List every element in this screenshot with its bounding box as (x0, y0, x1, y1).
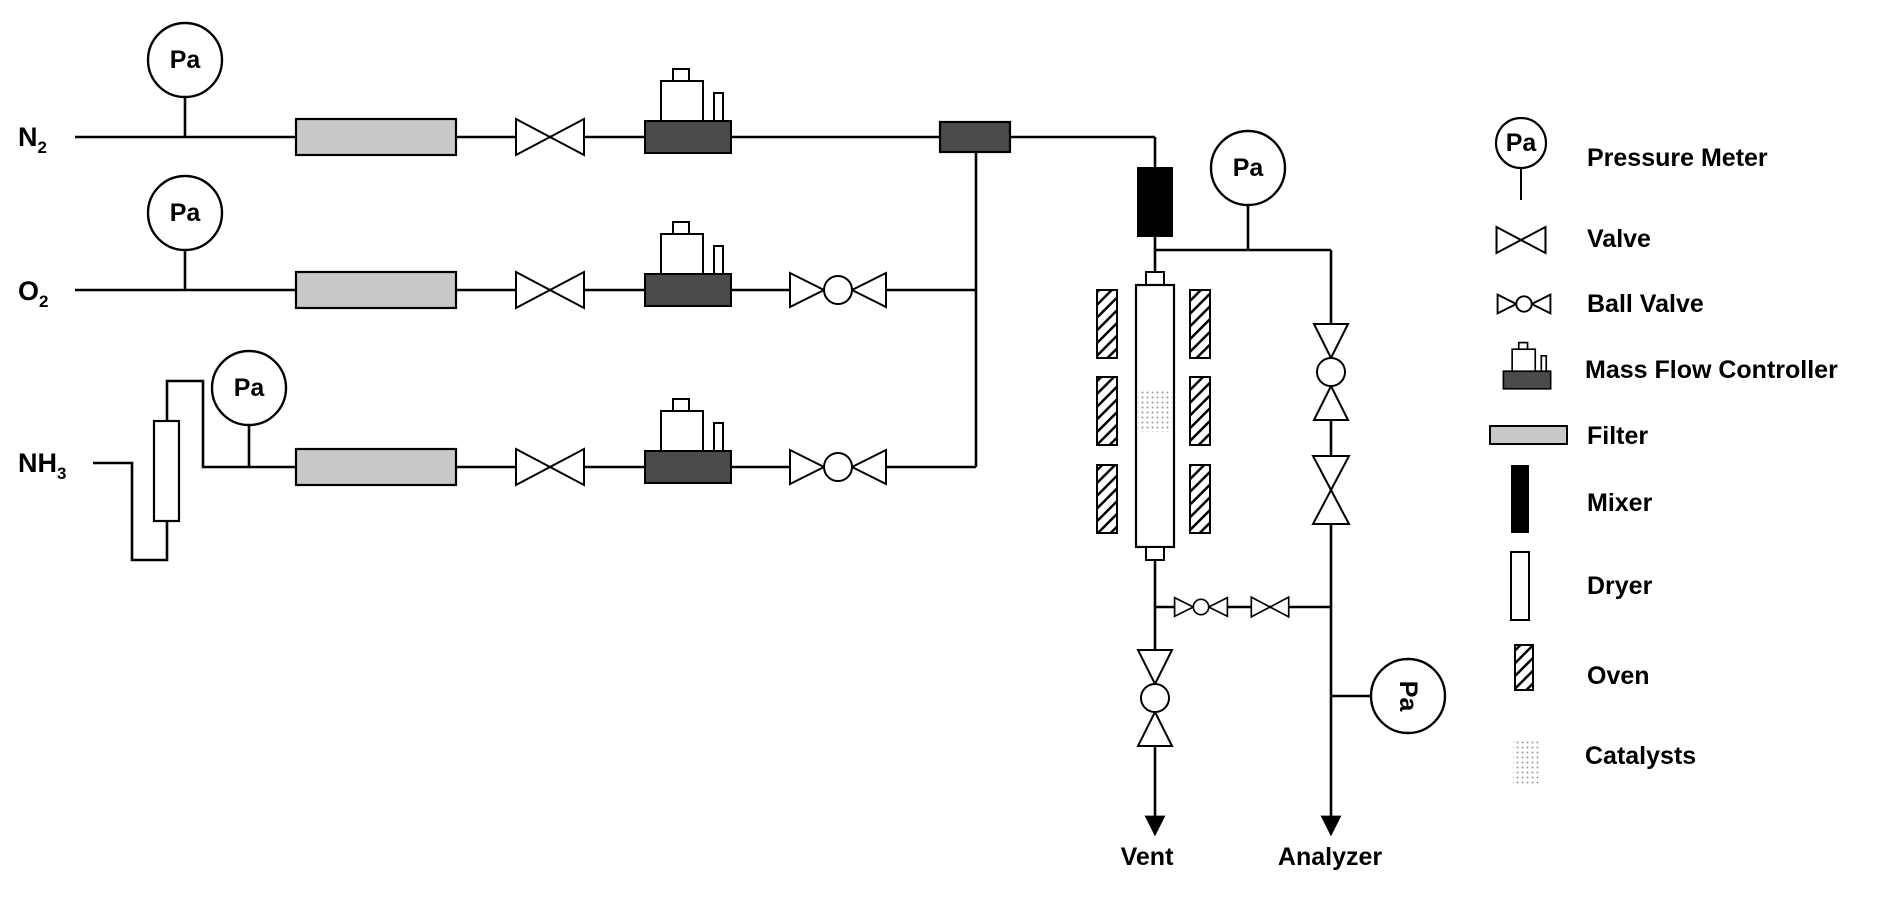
gas-label-n2: N2 (18, 122, 47, 157)
valve-n2 (515, 118, 585, 156)
pressure-meter-label: Pa (170, 199, 202, 227)
legend-label-catalysts: Catalysts (1585, 742, 1696, 770)
legend-item-catalysts: Catalysts (1513, 741, 1696, 786)
legend-label-mixer: Mixer (1587, 489, 1653, 517)
legend-item-mixer: Mixer (1511, 465, 1653, 533)
legend-label-valve: Valve (1587, 225, 1651, 253)
pressure-meter-label: Pa (170, 46, 202, 74)
legend-item-mass-flow-controller: Mass Flow Controller (1502, 341, 1838, 390)
analyzer-label: Analyzer (1278, 843, 1382, 871)
valve-icon (1495, 225, 1547, 255)
legend: Pa Pressure Meter Valve Ball Valve (1489, 116, 1838, 786)
pressure-meter-o2: Pa (146, 174, 224, 252)
mass-flow-controller-n2 (644, 68, 732, 154)
ball-valve-analyzer-line (1313, 323, 1349, 421)
oven (1096, 289, 1211, 534)
filter-o2 (294, 270, 458, 310)
legend-label-oven: Oven (1587, 662, 1650, 690)
filter-nh3 (294, 447, 458, 487)
pressure-meter-nh3: Pa (210, 349, 288, 427)
catalyst-icon (1513, 741, 1539, 786)
ball-valve-bypass (1173, 596, 1229, 618)
mixer-icon (1511, 465, 1529, 533)
filter-icon (1489, 425, 1568, 445)
filter-n2 (294, 117, 458, 157)
mass-flow-controller-nh3 (644, 398, 732, 484)
legend-label-ball-valve: Ball Valve (1587, 290, 1704, 318)
ball-valve-vent-line (1137, 649, 1173, 747)
valve-bypass (1250, 595, 1290, 619)
gas-label-o2: O2 (18, 276, 48, 311)
mass-flow-controller-icon (1502, 341, 1552, 390)
legend-item-oven: Oven (1514, 644, 1650, 691)
legend-gauge-label: Pa (1506, 129, 1538, 157)
pressure-meter-label: Pa (1394, 681, 1422, 713)
legend-label-mfc: Mass Flow Controller (1585, 356, 1838, 384)
legend-label-dryer: Dryer (1587, 572, 1653, 600)
legend-label-pressure-meter: Pressure Meter (1587, 144, 1768, 172)
pressure-meter-label: Pa (1233, 154, 1265, 182)
legend-item-valve: Valve (1495, 225, 1651, 255)
legend-item-ball-valve: Ball Valve (1496, 290, 1704, 318)
reactor-tube (1134, 271, 1176, 561)
pressure-meter-analyzer: Pa (1369, 657, 1447, 735)
ball-valve-o2 (789, 272, 887, 308)
mass-flow-controller-o2 (644, 221, 732, 307)
valve-o2 (515, 271, 585, 309)
dryer (152, 419, 181, 523)
catalyst-bed (1138, 390, 1172, 432)
legend-item-dryer: Dryer (1510, 551, 1653, 621)
dryer-icon (1510, 551, 1530, 621)
vent-label: Vent (1121, 843, 1174, 871)
legend-item-pressure-meter: Pa Pressure Meter (1494, 116, 1768, 200)
pressure-meter-mixer-outlet: Pa (1209, 129, 1287, 207)
pressure-meter-n2: Pa (146, 21, 224, 99)
ball-valve-nh3 (789, 449, 887, 485)
pressure-meter-label: Pa (234, 374, 266, 402)
valve-analyzer-line (1312, 455, 1350, 525)
gas-mixer-manifold (938, 120, 1012, 154)
oven-icon (1514, 644, 1534, 691)
gas-label-nh3: NH3 (18, 448, 66, 483)
mixer (1137, 167, 1173, 237)
valve-nh3 (515, 448, 585, 486)
ball-valve-icon (1496, 293, 1552, 315)
legend-label-filter: Filter (1587, 422, 1648, 450)
legend-item-filter: Filter (1489, 422, 1648, 450)
